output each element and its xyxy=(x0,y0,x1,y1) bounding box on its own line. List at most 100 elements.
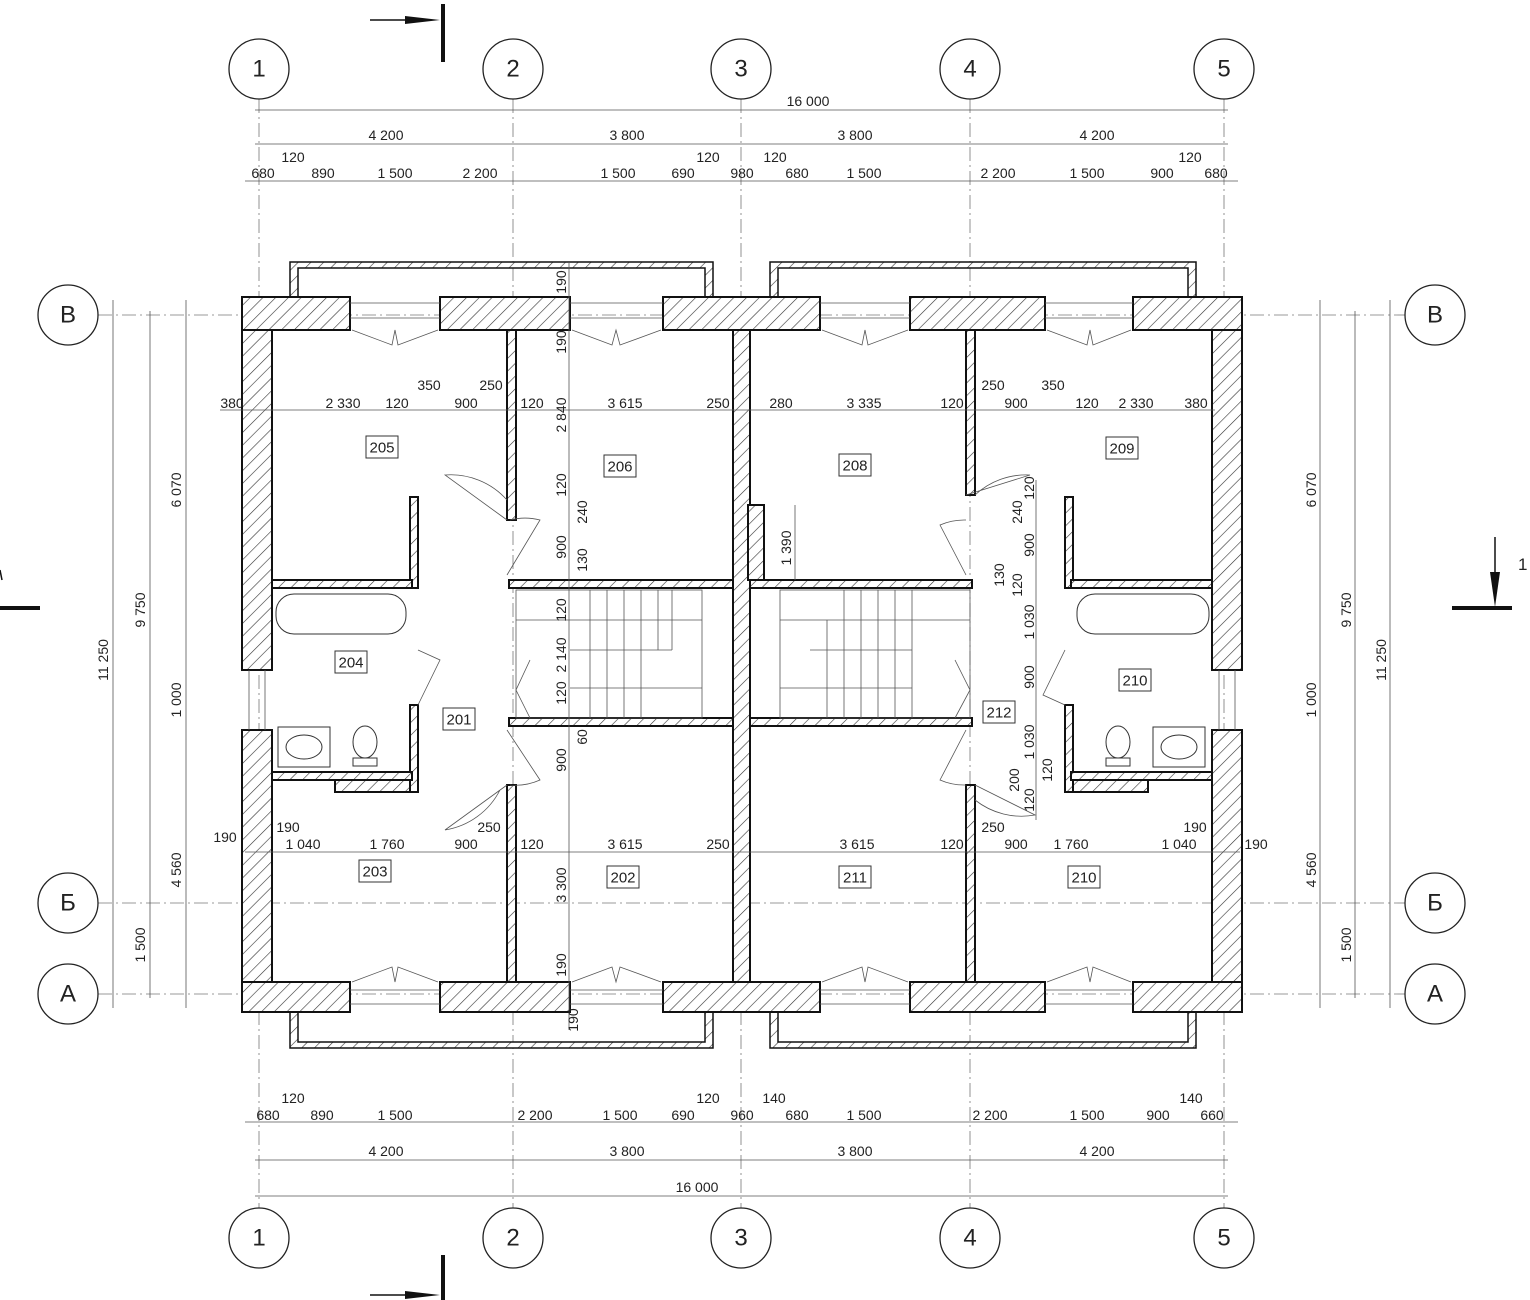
dimension-right: 9 750 xyxy=(1338,592,1354,627)
room-number: 212 xyxy=(986,705,1011,722)
dimension-interior_h: 120 xyxy=(520,836,544,852)
dimension-interior_h: 120 xyxy=(940,395,964,411)
sanitary-fixtures xyxy=(275,593,1210,768)
dimension-bottom: 140 xyxy=(762,1090,786,1106)
dimension-interior_h: 120 xyxy=(1075,395,1099,411)
dimension-interior_h: 250 xyxy=(477,819,501,835)
dimension-bottom: 120 xyxy=(281,1090,305,1106)
room-tag-frame xyxy=(1118,668,1152,692)
grid-axis-bubble xyxy=(710,38,772,100)
grid-column-label: 5 xyxy=(1217,56,1230,83)
bathtub-icon xyxy=(275,593,407,635)
dimension-top: 16 000 xyxy=(787,93,830,109)
dimension-bottom: 120 xyxy=(696,1090,720,1106)
grid-row-label: В xyxy=(60,302,76,329)
dimension-interior_h: 350 xyxy=(417,377,441,393)
dimension-interior_h: 250 xyxy=(981,377,1005,393)
grid-axis-bubble xyxy=(228,1207,290,1269)
dimension-top: 690 xyxy=(671,165,695,181)
room-tag-frame xyxy=(838,453,872,477)
grid-axis-bubble xyxy=(37,284,99,346)
dimension-bottom: 2 200 xyxy=(517,1107,552,1123)
dimension-interior_v: 130 xyxy=(574,548,590,572)
grid-axis-bubble xyxy=(37,963,99,1025)
dimension-bottom: 1 500 xyxy=(846,1107,881,1123)
dimension-interior_v: 240 xyxy=(574,500,590,524)
dimension-top: 1 500 xyxy=(846,165,881,181)
dimension-interior_v: 2 140 xyxy=(553,637,569,672)
dimension-interior_h: 3 615 xyxy=(607,836,642,852)
grid-column-label: 1 xyxy=(252,56,265,83)
room-tag-frame xyxy=(334,650,368,674)
room-number: 210 xyxy=(1071,870,1096,887)
dimension-top: 980 xyxy=(730,165,754,181)
dimension-bottom: 900 xyxy=(1146,1107,1170,1123)
dimension-interior_h: 1 040 xyxy=(1161,836,1196,852)
dimension-interior_v: 2 840 xyxy=(553,397,569,432)
dimension-interior_h: 1 760 xyxy=(1053,836,1088,852)
grid-axis-bubble xyxy=(37,872,99,934)
dimension-right: 1 500 xyxy=(1338,927,1354,962)
room-tag-frame xyxy=(365,435,399,459)
room-number: 211 xyxy=(843,870,867,887)
dimension-interior_h: 120 xyxy=(940,836,964,852)
grid-axis-bubble xyxy=(939,1207,1001,1269)
bathtub-icon xyxy=(1076,593,1210,635)
grid-axis-bubble xyxy=(1404,284,1466,346)
dimension-top: 120 xyxy=(763,149,787,165)
grid-axis-bubble xyxy=(482,38,544,100)
dimension-bottom: 960 xyxy=(730,1107,754,1123)
dimension-top: 3 800 xyxy=(837,127,872,143)
grid-column-label: 1 xyxy=(252,1225,265,1252)
dimension-bottom: 3 800 xyxy=(609,1143,644,1159)
dimension-interior_v: 240 xyxy=(1009,500,1025,524)
dimension-interior_h: 3 615 xyxy=(839,836,874,852)
room-number: 201 xyxy=(446,712,471,729)
dimension-bottom: 2 200 xyxy=(972,1107,1007,1123)
dimension-interior_v: 190 xyxy=(565,1008,581,1032)
room-number: 208 xyxy=(842,458,867,475)
dimension-interior_v: 1 030 xyxy=(1021,604,1037,639)
dimension-bottom: 3 800 xyxy=(837,1143,872,1159)
dimension-top: 120 xyxy=(1178,149,1202,165)
dimension-interior_v: 900 xyxy=(553,535,569,559)
room-tag-frame xyxy=(442,707,476,731)
dimension-top: 890 xyxy=(311,165,335,181)
dimension-interior_h: 250 xyxy=(706,836,730,852)
dimension-texts: 16 000 4 200 3 800 3 800 4 200 120 120 120 120 68… xyxy=(95,93,1389,1195)
room-number: 210 xyxy=(1122,673,1147,690)
grid-column-label: 5 xyxy=(1217,1225,1230,1252)
dimension-bottom: 4 200 xyxy=(1079,1143,1114,1159)
grid-column-label: 2 xyxy=(506,1225,519,1252)
room-tag-frame xyxy=(982,700,1016,724)
dimension-top: 680 xyxy=(251,165,275,181)
dimension-interior_h: 190 xyxy=(213,829,237,845)
dimension-interior_h: 250 xyxy=(981,819,1005,835)
dimension-interior_h: 900 xyxy=(1004,836,1028,852)
dimension-interior_h: 350 xyxy=(1041,377,1065,393)
dimension-left: 1 000 xyxy=(168,682,184,717)
dimension-interior_h: 2 330 xyxy=(325,395,360,411)
grid-row-label: А xyxy=(60,981,76,1008)
dimension-top: 4 200 xyxy=(368,127,403,143)
grid-row-label: А xyxy=(1427,981,1443,1008)
dimension-interior_h: 250 xyxy=(706,395,730,411)
dimension-top: 1 500 xyxy=(1069,165,1104,181)
room-number: 203 xyxy=(362,864,387,881)
grid-axis-bubble xyxy=(710,1207,772,1269)
grid-axis-bubble xyxy=(939,38,1001,100)
dimension-interior_v: 900 xyxy=(1021,533,1037,557)
room-number: 206 xyxy=(607,459,632,476)
grid-row-label: Б xyxy=(1427,890,1443,917)
dimension-interior_h: 190 xyxy=(1183,819,1207,835)
dimension-left: 6 070 xyxy=(168,472,184,507)
dimension-top: 120 xyxy=(696,149,720,165)
dimension-top: 1 500 xyxy=(377,165,412,181)
dimension-top: 2 200 xyxy=(980,165,1015,181)
dimension-bottom: 890 xyxy=(310,1107,334,1123)
grid-column-label: 2 xyxy=(506,56,519,83)
dimension-interior_h: 3 615 xyxy=(607,395,642,411)
dimension-right: 1 000 xyxy=(1303,682,1319,717)
